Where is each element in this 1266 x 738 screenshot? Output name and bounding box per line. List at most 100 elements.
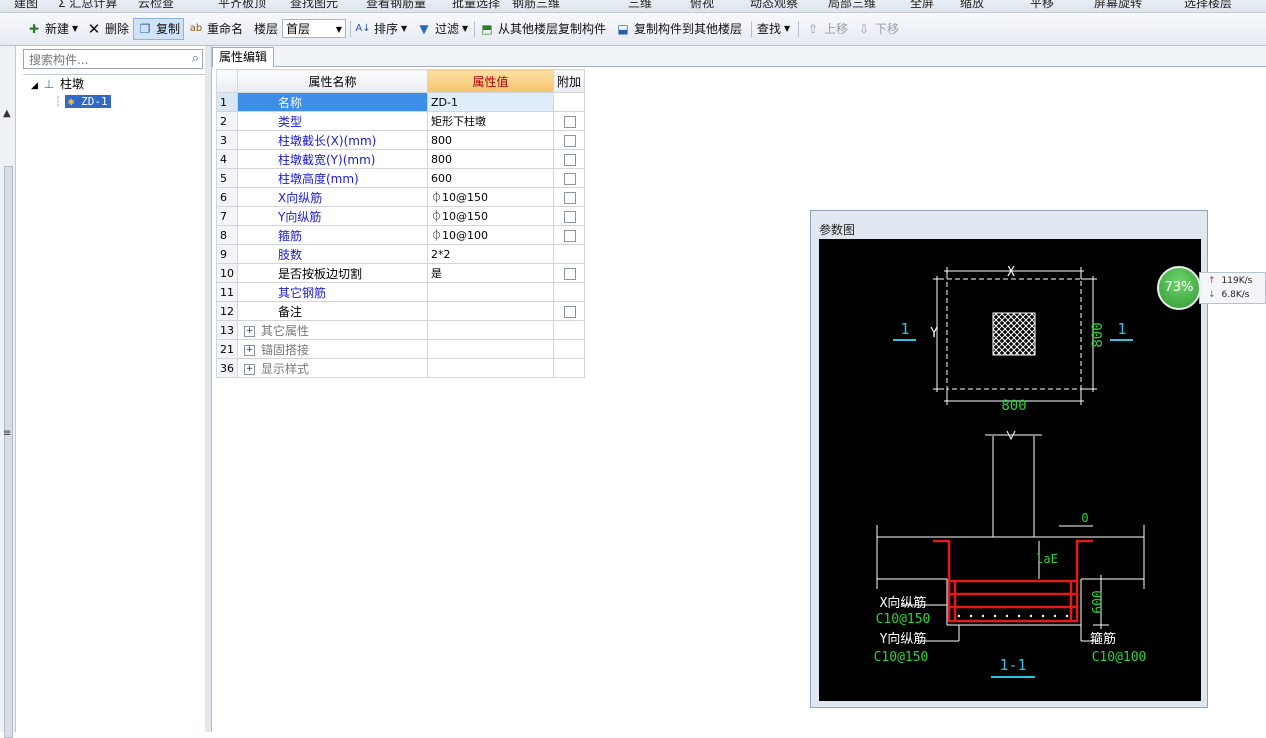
search-input[interactable] <box>27 51 181 69</box>
floor-select[interactable]: 首层 ▼ <box>282 19 346 38</box>
property-row[interactable]: 13+其它属性 <box>216 320 586 340</box>
property-name[interactable]: 备注 <box>237 301 428 321</box>
property-name[interactable]: 柱墩截长(X)(mm) <box>237 130 428 150</box>
top-toolbar-item[interactable]: 平齐板顶 <box>218 0 267 10</box>
property-value[interactable]: ⏀10@150 <box>427 206 554 226</box>
top-toolbar-item[interactable]: 查找图元 <box>290 0 339 10</box>
top-toolbar-item[interactable]: 屏幕旋转 <box>1094 0 1143 10</box>
new-button[interactable]: ✚ 新建▼ <box>26 19 78 39</box>
expand-plus-icon[interactable]: + <box>244 344 255 356</box>
search-icon[interactable]: ⌕ <box>191 51 199 66</box>
extra-checkbox[interactable] <box>564 134 576 147</box>
property-value[interactable]: 600 <box>427 168 554 188</box>
top-toolbar-item[interactable]: 云检查 <box>138 0 175 10</box>
property-row[interactable]: 36+显示样式 <box>216 358 586 378</box>
property-name[interactable]: +其它属性 <box>237 320 428 340</box>
find-button[interactable]: 查找▼ <box>757 19 790 39</box>
property-row[interactable]: 21+锚固搭接 <box>216 339 586 359</box>
property-name[interactable]: Y向纵筋 <box>237 206 428 226</box>
extra-checkbox[interactable] <box>564 115 576 128</box>
extra-checkbox[interactable] <box>564 191 576 204</box>
tree-leaf-selected[interactable]: ✱ ZD-1 <box>64 95 111 108</box>
header-value[interactable]: 属性值 <box>427 69 554 93</box>
property-name[interactable]: 柱墩截宽(Y)(mm) <box>237 149 428 169</box>
tab-property-edit[interactable]: 属性编辑 <box>212 47 275 67</box>
extra-checkbox[interactable] <box>564 153 576 166</box>
move-down-button[interactable]: ⇩ 下移 <box>856 19 899 39</box>
network-speed-widget[interactable]: ↑119K/s ↓6.8K/s 73% <box>1157 266 1266 311</box>
copy-from-floor-button[interactable]: ⬒ 从其他楼层复制构件 <box>479 19 606 39</box>
extra-checkbox[interactable] <box>564 229 576 242</box>
copy-to-floor-button[interactable]: ⬓ 复制构件到其他楼层 <box>615 19 742 39</box>
expand-plus-icon[interactable]: + <box>244 363 255 375</box>
top-toolbar-item[interactable]: 缩放 <box>960 0 985 10</box>
delete-button[interactable]: ✕ 删除 <box>87 20 130 38</box>
top-toolbar-item[interactable]: 查看钢筋量 <box>366 0 427 10</box>
property-value[interactable]: 是 <box>427 263 554 283</box>
top-toolbar-item[interactable]: 批量选择 <box>452 0 501 10</box>
move-up-button[interactable]: ⇧ 上移 <box>805 19 848 39</box>
property-value[interactable]: 800 <box>427 130 554 150</box>
top-toolbar-item[interactable]: 平移 <box>1030 0 1055 10</box>
property-value[interactable] <box>427 301 554 321</box>
collapse-up-icon[interactable]: ▲ <box>3 108 11 119</box>
expand-triangle-icon[interactable]: ◢ <box>31 81 38 91</box>
header-name[interactable]: 属性名称 <box>237 69 428 93</box>
property-value[interactable]: ⏀10@150 <box>427 187 554 207</box>
expand-plus-icon[interactable]: + <box>244 325 255 337</box>
memory-percent-ball[interactable]: 73% <box>1157 266 1201 310</box>
search-box[interactable]: ⌕ <box>23 49 203 69</box>
top-toolbar-item[interactable]: 全屏 <box>910 0 935 10</box>
property-name[interactable]: 其它钢筋 <box>237 282 428 302</box>
top-toolbar-item[interactable]: 三维 <box>628 0 653 10</box>
header-extra[interactable]: 附加 <box>552 69 586 93</box>
top-toolbar-item[interactable]: 建图 <box>14 0 39 10</box>
property-name[interactable]: 名称 <box>237 92 428 112</box>
property-value[interactable]: 2*2 <box>427 244 554 264</box>
filter-button[interactable]: ▼ 过滤▼ <box>416 19 468 39</box>
extra-checkbox[interactable] <box>564 267 576 280</box>
tree-node-root[interactable]: ◢ ⊥ 柱墩 <box>31 77 85 91</box>
property-name[interactable]: 肢数 <box>237 244 428 264</box>
property-name[interactable]: 柱墩高度(mm) <box>237 168 428 188</box>
property-value[interactable]: 800 <box>427 149 554 169</box>
property-value[interactable] <box>427 320 554 340</box>
vertical-scrollbar[interactable] <box>4 166 13 738</box>
rename-button[interactable]: ab 重命名 <box>189 22 244 36</box>
property-name[interactable]: +显示样式 <box>237 358 428 378</box>
top-toolbar-item[interactable]: 钢筋三维 <box>512 0 561 10</box>
param-figure-window[interactable]: 参数图 X Y 800 800 1 <box>810 210 1208 708</box>
sort-button[interactable]: A↓ 排序▼ <box>355 19 407 39</box>
top-toolbar-item[interactable]: 俯视 <box>690 0 715 10</box>
property-name[interactable]: 是否按板边切割 <box>237 263 428 283</box>
top-toolbar-item[interactable]: 选择楼层 <box>1184 0 1233 10</box>
property-name[interactable]: X向纵筋 <box>237 187 428 207</box>
extra-checkbox[interactable] <box>564 305 576 318</box>
property-value[interactable] <box>427 339 554 359</box>
copy-button[interactable]: ❐ 复制 <box>133 18 185 40</box>
extra-checkbox[interactable] <box>564 210 576 223</box>
top-toolbar-item[interactable]: Σ 汇总计算 <box>58 0 118 10</box>
property-value[interactable]: 矩形下柱墩 <box>427 111 554 131</box>
property-name[interactable]: 类型 <box>237 111 428 131</box>
grip-icon[interactable]: ≡ <box>3 428 12 439</box>
property-name[interactable]: +锚固搭接 <box>237 339 428 359</box>
tree-node-leaf[interactable]: ┆ ✱ ZD-1 <box>55 93 111 109</box>
property-name[interactable]: 箍筋 <box>237 225 428 245</box>
top-toolbar-item[interactable]: 局部三维 <box>828 0 877 10</box>
extra-checkbox[interactable] <box>564 172 576 185</box>
top-toolbar-item[interactable]: 动态观察 <box>750 0 799 10</box>
property-value[interactable]: ⏀10@100 <box>427 225 554 245</box>
property-value[interactable]: ZD-1 <box>427 92 554 112</box>
